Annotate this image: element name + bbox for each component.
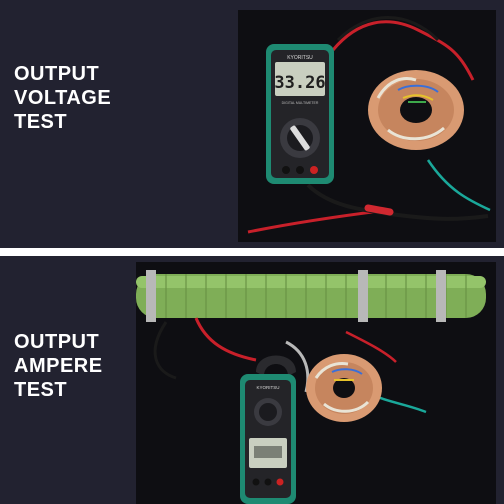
black-wire [153, 321, 177, 380]
digital-multimeter: KYORITSU 33.26 DIGITAL MULTIMETER [266, 44, 334, 184]
meter-brand: KYORITSU [287, 55, 313, 61]
toroidal-transformer [306, 354, 382, 422]
ampere-test-panel: OUTPUT AMPERE TEST [0, 256, 504, 504]
black-wire [336, 16, 440, 42]
red-wire-2 [345, 330, 397, 363]
teal-wire [426, 159, 491, 212]
power-resistor [136, 270, 486, 322]
meter-model-text: DIGITAL MULTIMETER [282, 101, 319, 105]
title-line: VOLTAGE [14, 87, 112, 109]
clamp-jaw [256, 355, 296, 376]
title-line: TEST [14, 111, 68, 133]
red-wire [194, 317, 257, 362]
ampere-test-illustration: KYORITSU [136, 262, 496, 504]
meter-reading: 33.26 [274, 73, 325, 93]
meter-display [275, 62, 325, 96]
toroidal-transformer [368, 70, 464, 150]
voltage-test-illustration: KYORITSU 33.26 DIGITAL MULTIMETER [238, 10, 496, 242]
meter-brand: KYORITSU [256, 385, 279, 390]
red-probe [364, 204, 394, 216]
ampere-test-title: OUTPUT AMPERE TEST [14, 330, 103, 402]
red-wire [331, 20, 475, 81]
title-line: OUTPUT [14, 63, 100, 85]
voltage-test-photo: KYORITSU 33.26 DIGITAL MULTIMETER [238, 10, 496, 242]
clamp-meter: KYORITSU [240, 355, 296, 504]
black-probe-lead [306, 183, 489, 221]
voltage-test-title: OUTPUT VOLTAGE TEST [14, 62, 111, 134]
ampere-test-photo: KYORITSU [136, 262, 496, 504]
title-line: TEST [14, 379, 68, 401]
voltage-test-panel: OUTPUT VOLTAGE TEST [0, 0, 504, 248]
title-line: AMPERE [14, 355, 103, 377]
title-line: OUTPUT [14, 331, 100, 353]
